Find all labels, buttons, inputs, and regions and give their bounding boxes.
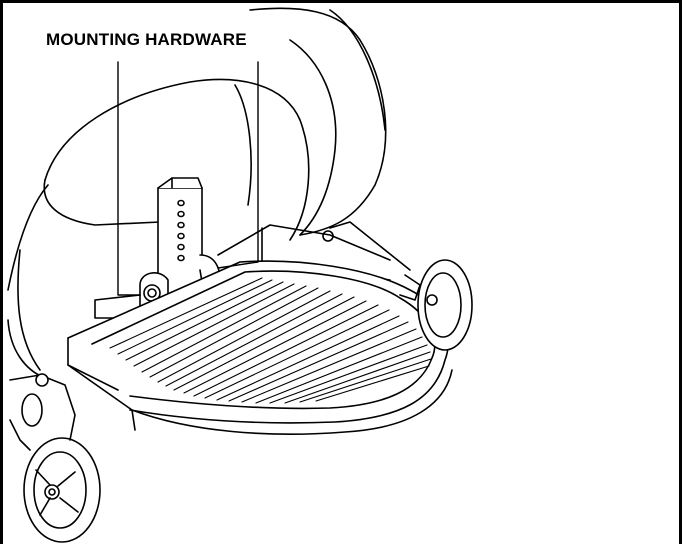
footplate bbox=[67, 260, 453, 435]
adjustment-holes bbox=[177, 199, 185, 262]
seat-back bbox=[249, 7, 387, 236]
left-side-panel bbox=[7, 184, 49, 379]
callout-leaders bbox=[117, 61, 259, 296]
rear-wheel bbox=[322, 221, 473, 351]
front-caster-fork bbox=[9, 373, 76, 451]
tread-ridges bbox=[109, 277, 432, 404]
mounting-hardware-label: MOUNTING HARDWARE bbox=[46, 30, 247, 49]
front-wheel bbox=[23, 437, 101, 543]
